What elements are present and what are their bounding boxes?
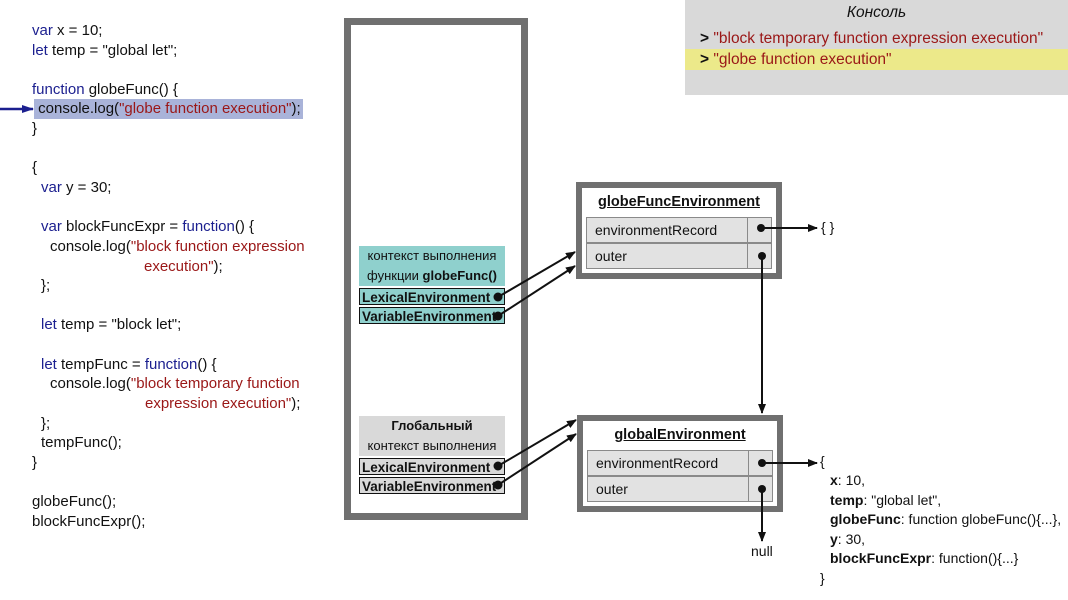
code-line: var x = 10; [32,22,103,39]
null-label: null [751,543,773,559]
record-entry: temp: "global let", [830,492,942,508]
global-environment-title: globalEnvironment [614,427,746,443]
code-line: { [32,159,38,176]
reference-arrow [497,251,576,298]
code-line: blockFuncExpr(); [32,513,146,530]
code-line: globeFunc(); [32,493,117,510]
outer-row: outer [587,476,773,502]
console-line: > "globe function execution" [700,51,892,68]
console-title: Консоль [846,4,907,21]
code-line: tempFunc(); [41,434,122,451]
global-execution-context: Глобальный контекст выполнения [359,416,505,456]
pointer-cell [748,476,772,502]
code-line: let tempFunc = function() { [41,356,217,373]
code-line: let temp = "block let"; [41,316,182,333]
record-entry: y: 30, [830,531,866,547]
global-variable-environment: VariableEnvironment [359,477,505,494]
globefunc-record-value: { } [821,219,835,235]
pointer-cell [747,217,771,243]
reference-arrow [497,265,576,317]
reference-arrow [497,433,577,486]
code-line: console.log("block temporary function [50,375,300,392]
globefunc-environment-title: globeFuncEnvironment [598,194,760,210]
code-line: var y = 30; [41,179,112,196]
global-environment-box: globalEnvironment environmentRecord oute… [577,415,783,512]
globefunc-environment-box: globeFuncEnvironment environmentRecord o… [576,182,782,279]
code-line: } [32,454,38,471]
environment-record-row: environmentRecord [586,217,772,243]
record-entry: x: 10, [830,472,866,488]
pointer-cell [747,243,771,269]
code-line: var blockFuncExpr = function() { [41,218,255,235]
console-line-highlight [685,49,1068,70]
current-execution-line: console.log("globe function execution"); [34,99,303,119]
outer-row: outer [586,243,772,269]
code-line: function globeFunc() { [32,81,178,98]
function-execution-context: контекст выполнения функции globeFunc() [359,246,505,286]
console-panel: Консоль > "block temporary function expr… [685,0,1068,95]
code-line: } [32,120,38,137]
code-line: expression execution"); [145,395,301,412]
console-line: > "block temporary function expression e… [700,30,1044,47]
pointer-cell [748,450,772,476]
code-line: console.log("block function expression [50,238,305,255]
code-line: }; [41,415,51,432]
code-line: let temp = "global let"; [32,42,178,59]
record-entry: blockFuncExpr: function(){...} [830,550,1019,566]
record-entry: globeFunc: function globeFunc(){...}, [830,511,1062,527]
func-variable-environment: VariableEnvironment [359,307,505,324]
func-lexical-environment: LexicalEnvironment [359,288,505,305]
reference-arrow [497,419,577,467]
environment-record-row: environmentRecord [587,450,773,476]
code-line: execution"); [144,258,223,275]
code-line: }; [41,277,51,294]
global-lexical-environment: LexicalEnvironment [359,458,505,475]
